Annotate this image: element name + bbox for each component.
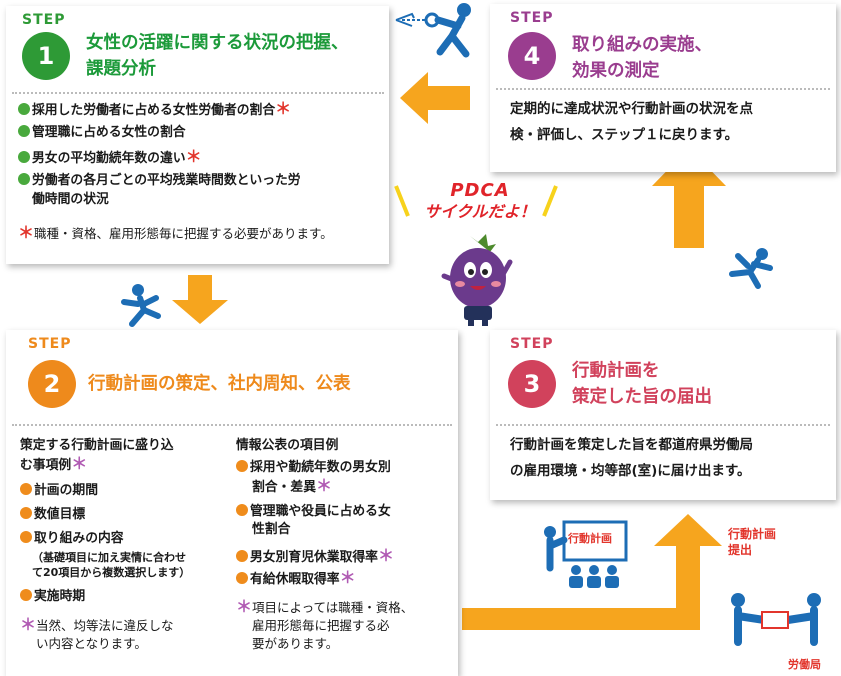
step3-body: 行動計画を策定した旨を都道府県労働局の雇用環境・均等部(室)に届け出ます。 — [510, 437, 753, 479]
person-running-icon — [121, 284, 161, 327]
step4-title: 取り組みの実施、効果の測定 — [572, 35, 712, 81]
arrow-down — [172, 275, 228, 324]
presenter-board-icon — [544, 520, 628, 588]
step1-item-2: 管理職に占める女性の割合 — [18, 124, 186, 142]
step4-body: 定期的に達成状況や行動計画の状況を点検・評価し、ステップ１に戻ります。 — [510, 101, 753, 143]
board-label: 行動計画 — [568, 532, 612, 545]
step3-divider — [496, 424, 830, 426]
pdca-caption: PDCA サイクルだよ！ — [414, 180, 546, 222]
step3-title: 行動計画を策定した旨の届出 — [572, 361, 712, 407]
step4-step-label: STEP — [510, 10, 554, 26]
document-handover-icon — [731, 593, 821, 646]
step4-divider — [496, 88, 830, 90]
pdca-subtitle: サイクルだよ！ — [424, 202, 536, 221]
step1-item-4: 労働者の各月ごとの平均残業時間数といった労 — [18, 172, 301, 190]
arrow-left — [400, 72, 470, 124]
step2-left-item-4: 実施時期 — [20, 588, 85, 606]
person-searching-icon — [395, 3, 471, 58]
step1-note: ＊職種・資格、雇用形態毎に把握する必要があります。 — [18, 223, 333, 242]
pdca-burst-lines — [394, 185, 558, 217]
step3-number-badge: 3 — [508, 360, 556, 408]
step2-left-heading: 策定する行動計画に盛り込 む事項例＊ — [20, 438, 174, 473]
step2-left-note: ＊当然、均等法に違反しな い内容となります。 — [20, 615, 174, 652]
step1-title: 女性の活躍に関する状況の把握、課題分析 — [86, 33, 349, 79]
step2-right-item-3: 男女別育児休業取得率＊ — [236, 547, 394, 567]
step1-card — [6, 6, 389, 264]
step2-right-note: ＊項目によっては職種・資格、 雇用形態毎に把握する必 要があります。 — [236, 597, 414, 652]
step2-number-badge: 2 — [28, 360, 76, 408]
eggplant-mascot-icon — [441, 234, 513, 326]
step1-number-badge: 1 — [22, 32, 70, 80]
arrow-submit — [462, 514, 722, 630]
step2-divider — [12, 424, 452, 426]
step2-right-item-2: 管理職や役員に占める女 性割合 — [236, 503, 391, 539]
step2-card — [6, 330, 458, 676]
step1-step-label: STEP — [22, 12, 66, 28]
step3-card — [490, 330, 836, 500]
step2-right-item-4: 有給休暇取得率＊ — [236, 569, 356, 589]
step3-step-label: STEP — [510, 336, 554, 352]
step2-left-item-2: 数値目標 — [20, 506, 85, 524]
step2-left-item-3: 取り組みの内容 — [20, 530, 124, 548]
pdca-title: PDCA — [450, 180, 510, 201]
step1-item-4-cont: 働時間の状況 — [32, 192, 109, 207]
step1-divider — [12, 92, 384, 94]
bureau-label: 労働局 — [788, 658, 821, 671]
step2-left-subnote: （基礎項目に加え実情に合わせて20項目から複数選択します） — [32, 551, 191, 579]
step2-step-label: STEP — [28, 336, 72, 352]
step2-right-item-1: 採用や勤続年数の男女別 割合・差異＊ — [236, 459, 391, 497]
step2-right-heading: 情報公表の項目例 — [236, 438, 339, 453]
step1-item-3: 男女の平均勤続年数の違い＊ — [18, 148, 202, 168]
step4-number-badge: 4 — [508, 32, 556, 80]
person-jumping-icon — [729, 248, 773, 289]
step1-item-1: 採用した労働者に占める女性労働者の割合＊ — [18, 100, 291, 120]
arrow-up — [652, 148, 726, 248]
submit-label: 行動計画提出 — [728, 527, 777, 557]
step2-left-item-1: 計画の期間 — [20, 482, 98, 500]
step2-title: 行動計画の策定、社内周知、公表 — [88, 374, 351, 394]
